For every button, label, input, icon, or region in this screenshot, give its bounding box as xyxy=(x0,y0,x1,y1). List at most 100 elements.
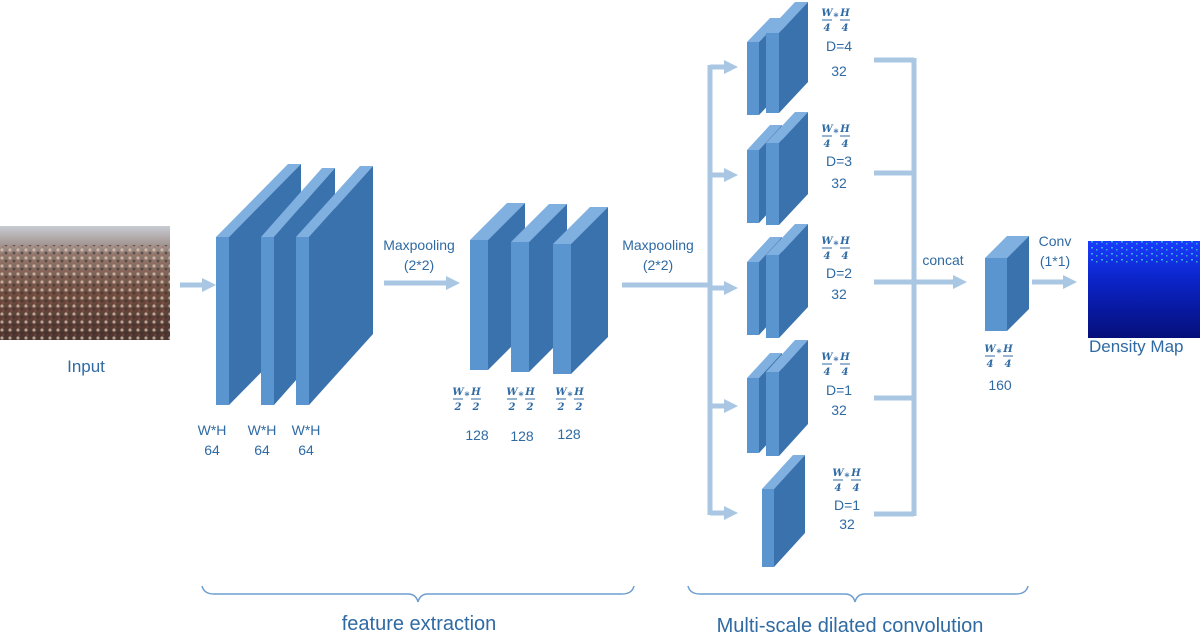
conv-label: Conv xyxy=(1039,233,1072,249)
frac-w: W xyxy=(984,344,997,355)
concat-block xyxy=(985,236,1029,331)
frac-den: 4 xyxy=(842,367,849,378)
arrow-conv xyxy=(1032,275,1077,289)
frac-den: 2 xyxy=(508,402,516,413)
frac-op: * xyxy=(996,348,1002,359)
frac-op: * xyxy=(567,391,573,402)
pool2-label: Maxpooling xyxy=(622,237,694,253)
branch-dilation: D=1 xyxy=(834,497,860,513)
branch-1-blocks xyxy=(747,2,808,115)
branch-channels: 32 xyxy=(831,402,847,418)
frac-h: H xyxy=(573,387,584,398)
frac-w: W xyxy=(452,387,465,398)
branch-dilation: D=4 xyxy=(826,38,852,54)
branch-dilation: D=3 xyxy=(826,153,852,169)
branch-channels: 32 xyxy=(831,63,847,79)
frac-h: H xyxy=(839,8,850,19)
frac-op: * xyxy=(844,472,850,483)
frac-op: * xyxy=(833,128,839,139)
frac-den: 4 xyxy=(1005,359,1012,370)
concat-bracket xyxy=(874,57,967,517)
frac-w: W xyxy=(506,387,519,398)
branch-channels: 32 xyxy=(839,516,855,532)
stage2-block-3 xyxy=(553,207,608,374)
frac-w: W xyxy=(821,236,834,247)
frac-op: * xyxy=(518,391,524,402)
frac-h: H xyxy=(850,468,861,479)
frac-w: W xyxy=(821,124,834,135)
stage1-ch-3: 64 xyxy=(298,442,314,458)
frac-den: 4 xyxy=(835,483,842,494)
frac-w: W xyxy=(832,468,845,479)
branch-3-blocks xyxy=(747,224,808,338)
frac-op: * xyxy=(833,12,839,23)
concat-label: concat xyxy=(922,252,963,268)
pool1-label: Maxpooling xyxy=(383,237,455,253)
frac-den: 2 xyxy=(557,402,565,413)
frac-h: H xyxy=(1002,344,1013,355)
branch-2-label: W * H 4 4 D=3 32 xyxy=(821,124,852,191)
arrow-input xyxy=(180,278,216,292)
frac-h: H xyxy=(524,387,535,398)
frac-h: H xyxy=(839,236,850,247)
frac-den: 2 xyxy=(575,402,583,413)
density-map-label: Density Map xyxy=(1089,337,1183,356)
stage2-label-2: W * H 2 2 xyxy=(506,387,535,413)
branch-4-label: W * H 4 4 D=1 32 xyxy=(821,352,852,418)
input-label: Input xyxy=(67,357,105,376)
stage1-ch-2: 64 xyxy=(254,442,270,458)
frac-den: 4 xyxy=(842,139,849,150)
frac-op: * xyxy=(833,356,839,367)
multiscale-bracket xyxy=(687,585,1029,603)
frac-den: 4 xyxy=(842,23,849,34)
frac-w: W xyxy=(821,8,834,19)
stage2-ch-3: 128 xyxy=(557,426,581,442)
frac-den: 2 xyxy=(526,402,534,413)
conv-size: (1*1) xyxy=(1040,253,1070,269)
stage2-label-3: W * H 2 2 xyxy=(555,387,584,413)
branch-5-label: W * H 4 4 D=1 32 xyxy=(832,468,861,532)
branch-channels: 32 xyxy=(831,175,847,191)
branch-dilation: D=1 xyxy=(826,382,852,398)
frac-den: 4 xyxy=(824,251,831,262)
branch-4-blocks xyxy=(747,340,808,456)
pool1-size: (2*2) xyxy=(404,257,434,273)
frac-h: H xyxy=(839,352,850,363)
branch-arrows xyxy=(622,60,738,520)
feature-bracket xyxy=(201,585,635,603)
concat-block-label: W * H 4 4 160 xyxy=(984,344,1013,393)
branch-5-block xyxy=(762,455,805,567)
frac-den: 4 xyxy=(842,251,849,262)
frac-den: 4 xyxy=(824,367,831,378)
stage2-ch-1: 128 xyxy=(465,427,489,443)
input-image xyxy=(0,226,170,340)
stage1-block-3 xyxy=(296,166,373,405)
branch-2-blocks xyxy=(747,112,808,225)
frac-den: 2 xyxy=(472,402,480,413)
density-map-image xyxy=(1088,241,1200,338)
frac-w: W xyxy=(821,352,834,363)
branch-dilation: D=2 xyxy=(826,265,852,281)
frac-op: * xyxy=(464,391,470,402)
branch-3-label: W * H 4 4 D=2 32 xyxy=(821,236,852,302)
pool2-size: (2*2) xyxy=(643,257,673,273)
frac-den: 4 xyxy=(987,359,994,370)
frac-op: * xyxy=(833,240,839,251)
frac-den: 4 xyxy=(824,139,831,150)
stage1-dim-2: W*H xyxy=(248,422,277,438)
multiscale-label: Multi-scale dilated convolution xyxy=(717,615,984,635)
stage2-ch-2: 128 xyxy=(510,428,534,444)
arrow-pool1 xyxy=(384,276,460,290)
frac-den: 2 xyxy=(454,402,462,413)
frac-w: W xyxy=(555,387,568,398)
stage2-label-1: W * H 2 2 xyxy=(452,387,481,413)
stage1-ch-1: 64 xyxy=(204,442,220,458)
stage1-dim-3: W*H xyxy=(292,422,321,438)
concat-channels: 160 xyxy=(988,377,1012,393)
frac-h: H xyxy=(470,387,481,398)
frac-den: 4 xyxy=(824,23,831,34)
frac-den: 4 xyxy=(853,483,860,494)
branch-1-label: W * H 4 4 D=4 32 xyxy=(821,8,852,79)
branch-channels: 32 xyxy=(831,286,847,302)
